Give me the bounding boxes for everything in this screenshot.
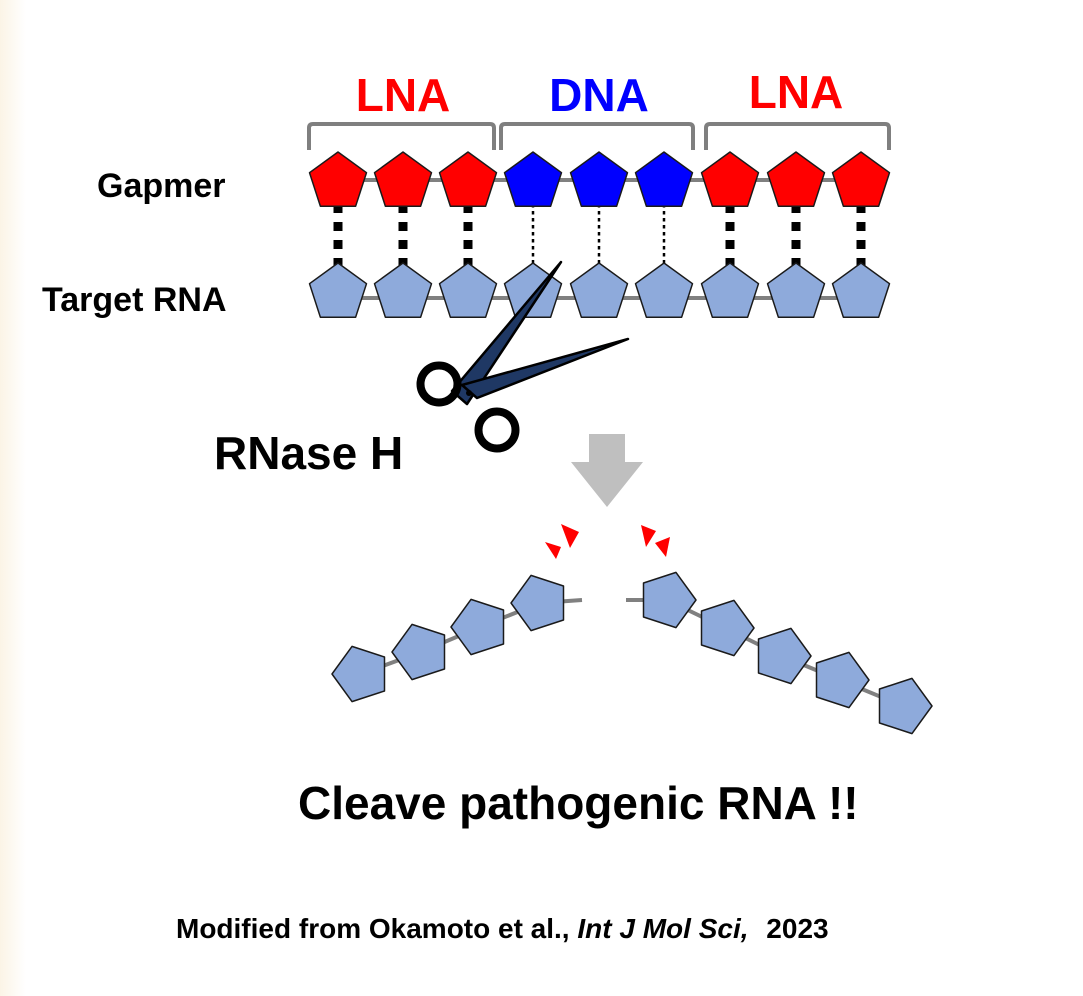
segment-label-lna-right: LNA [749, 66, 844, 118]
rna-nucleotide [391, 623, 446, 681]
cleaved-fragment-right [642, 571, 933, 735]
citation-prefix: Modified from Okamoto et al., [176, 913, 577, 944]
enzyme-label: RNase H [214, 427, 403, 479]
lna-nucleotide [831, 151, 891, 208]
lna-nucleotide [438, 151, 498, 208]
spark-left-1 [561, 524, 579, 548]
spark-left-2 [545, 542, 561, 559]
scissors-icon [416, 260, 630, 453]
segment-brackets [307, 122, 891, 150]
dna-nucleotide [569, 151, 629, 208]
rna-nucleotide [569, 262, 629, 319]
scissors-pivot [466, 390, 472, 396]
gapmer-label: Gapmer [97, 167, 226, 205]
lna-nucleotide [308, 151, 368, 208]
down-arrow-icon [571, 434, 643, 507]
rna-nucleotide [634, 262, 694, 319]
segment-bracket-2 [499, 122, 695, 150]
rna-nucleotide [700, 262, 760, 319]
cleaved-fragment-left [331, 574, 565, 703]
cleavage-sparks [545, 524, 670, 559]
rna-nucleotide [331, 645, 386, 703]
rna-nucleotide [700, 599, 755, 657]
segment-bracket-3 [704, 122, 891, 150]
scissors-blade-upper [450, 260, 563, 406]
lna-nucleotide [766, 151, 826, 208]
lna-nucleotide [700, 151, 760, 208]
target-rna-strand [308, 262, 891, 319]
lna-nucleotide [373, 151, 433, 208]
gapmer-strand [308, 151, 891, 208]
rna-nucleotide [815, 651, 870, 709]
citation: Modified from Okamoto et al., Int J Mol … [176, 913, 829, 944]
segment-label-lna-left: LNA [356, 69, 451, 121]
scissors-handle-upper [416, 361, 462, 407]
citation-journal: Int J Mol Sci, [577, 913, 748, 944]
rna-nucleotide [766, 262, 826, 319]
rna-nucleotide [450, 598, 505, 656]
left-edge-tint [0, 0, 26, 996]
spark-right-1 [641, 525, 656, 547]
rna-nucleotide [642, 571, 697, 629]
dna-nucleotide [503, 151, 563, 208]
spark-right-2 [655, 537, 670, 557]
rna-nucleotide [438, 262, 498, 319]
target-rna-label: Target RNA [42, 281, 227, 319]
rna-nucleotide [757, 627, 812, 685]
result-label: Cleave pathogenic RNA !! [298, 777, 859, 829]
scissors-handle-lower [474, 407, 520, 453]
segment-bracket-1 [307, 122, 496, 150]
rna-nucleotide [510, 574, 565, 632]
dna-nucleotide [634, 151, 694, 208]
citation-year: 2023 [766, 913, 828, 944]
rna-nucleotide [878, 677, 933, 735]
rna-nucleotide [308, 262, 368, 319]
segment-label-dna: DNA [549, 69, 649, 121]
rna-nucleotide [831, 262, 891, 319]
rna-nucleotide [373, 262, 433, 319]
